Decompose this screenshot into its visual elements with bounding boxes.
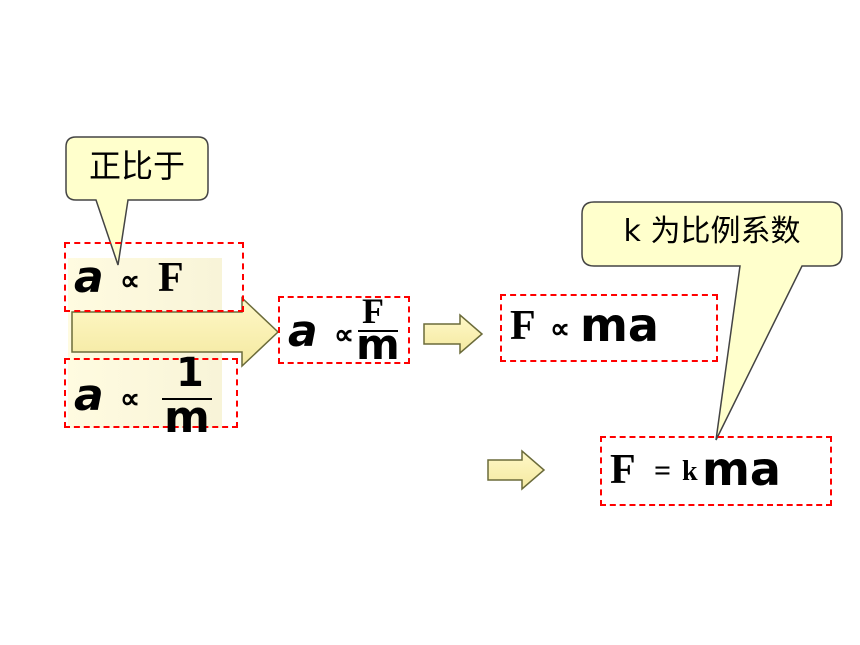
box-F-eq-kma xyxy=(600,436,832,506)
formula-F-eq-kma: F = k ma xyxy=(608,442,828,498)
equals-symbol: = xyxy=(654,454,672,487)
arrow-to-F-prop-ma xyxy=(423,313,484,355)
formula-F-prop-ma: F ∝ ma xyxy=(508,298,714,356)
fraction-denominator: m xyxy=(164,392,210,443)
box-a-prop-F-over-m xyxy=(278,296,410,364)
symbol-F: F xyxy=(510,303,536,349)
formula-a-prop-F-over-m: a ∝ F m xyxy=(284,291,408,369)
symbol-a: a xyxy=(74,370,104,421)
callout-coefficient-text: k 为比例系数 xyxy=(623,214,801,249)
proportional-symbol: ∝ xyxy=(120,266,141,297)
symbol-a: a xyxy=(74,252,104,303)
symbol-ma: ma xyxy=(702,442,781,496)
fraction-denominator: m xyxy=(356,320,400,369)
symbol-k: k xyxy=(682,456,698,487)
symbol-ma: ma xyxy=(580,298,659,352)
proportional-symbol: ∝ xyxy=(550,314,571,345)
box-F-prop-ma xyxy=(500,294,718,362)
callout-proportional-text: 正比于 xyxy=(88,147,185,185)
symbol-F: F xyxy=(610,447,636,493)
fraction-numerator: F xyxy=(362,291,384,331)
formula-a-prop-F: a ∝ F xyxy=(72,252,242,308)
box-a-prop-inv-m xyxy=(64,358,238,428)
fraction-numerator: 1 xyxy=(176,350,204,396)
callout-proportional-bubble xyxy=(65,136,209,266)
fraction-bar xyxy=(358,330,398,332)
fraction-bar xyxy=(162,398,212,400)
formula-a-prop-inv-m: a ∝ 1 m xyxy=(72,350,232,443)
callout-coefficient-bubble xyxy=(581,201,843,441)
symbol-a: a xyxy=(288,306,318,357)
proportional-symbol: ∝ xyxy=(120,384,141,415)
symbol-F: F xyxy=(158,255,184,301)
proportional-symbol: ∝ xyxy=(334,320,355,351)
box-a-prop-F xyxy=(64,242,244,312)
arrow-to-F-eq-kma xyxy=(487,449,546,491)
